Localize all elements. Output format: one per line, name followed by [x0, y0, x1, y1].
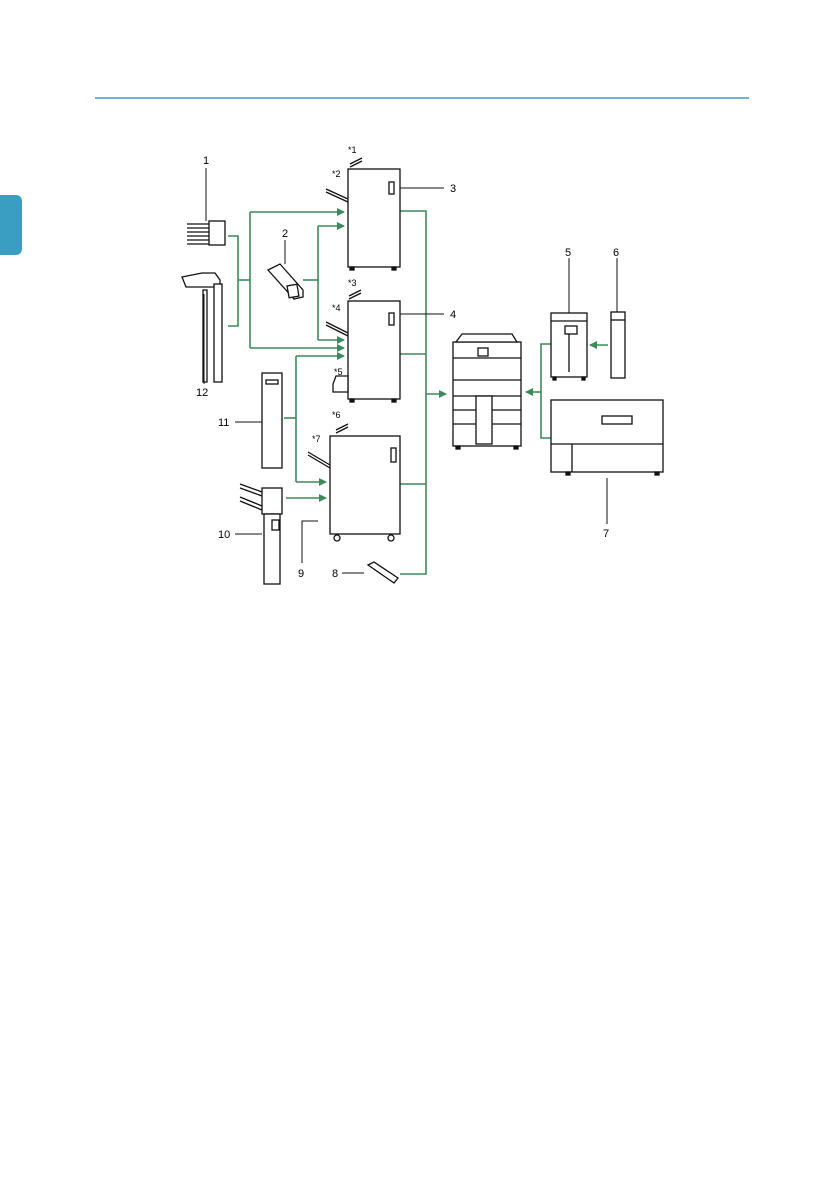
- note-1: *1: [348, 145, 357, 155]
- bracket-5-7: [541, 344, 551, 438]
- multi-bypass-unit: [611, 312, 625, 378]
- callout-4: 4: [450, 309, 456, 321]
- callout-2: 2: [282, 228, 288, 240]
- note-3: *3: [348, 278, 357, 288]
- note-2: *2: [332, 169, 341, 179]
- callout-1: 1: [203, 155, 209, 167]
- devices: [182, 158, 663, 584]
- bridge-unit: [268, 264, 303, 299]
- callout-7: 7: [603, 528, 609, 540]
- callout-11: 11: [218, 417, 229, 429]
- callout-8: 8: [332, 568, 338, 580]
- note-5: *5: [334, 367, 343, 377]
- arrow-2-to-3: [318, 226, 344, 340]
- trunk-right: [400, 211, 426, 574]
- callout-6: 6: [613, 247, 619, 259]
- output-tray: [368, 562, 398, 583]
- large-capacity-tray: [551, 313, 587, 380]
- callout-3: 3: [450, 183, 456, 195]
- note-4: *4: [332, 303, 341, 313]
- connector-1-12: [228, 236, 238, 326]
- wide-lct-unit: [551, 400, 663, 475]
- main-copier: [453, 334, 521, 449]
- cover-interposer-unit: [182, 273, 222, 382]
- callout-10: 10: [218, 529, 230, 541]
- callout-9: 9: [298, 568, 304, 580]
- mailbox-unit: [187, 221, 225, 245]
- callout-12: 12: [196, 387, 208, 399]
- connection-lines: [228, 211, 608, 574]
- trimmer-unit: [262, 373, 282, 468]
- callout-5: 5: [565, 247, 571, 259]
- note-7: *7: [312, 434, 321, 444]
- note-6: *6: [332, 410, 341, 420]
